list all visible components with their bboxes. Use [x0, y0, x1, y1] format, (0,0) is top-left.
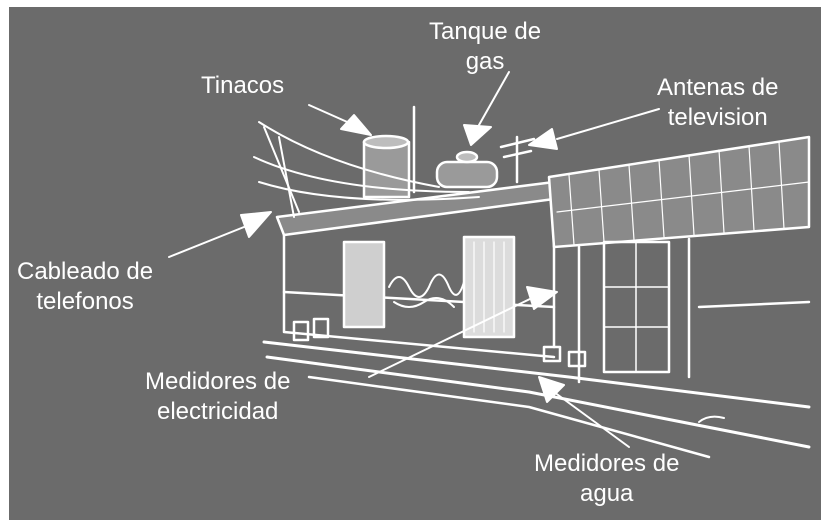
window-left	[342, 240, 386, 329]
roof-tiles	[556, 141, 810, 246]
illustration-canvas: Tanque de gas Tinacos Antenas de televis…	[9, 7, 821, 520]
electric-meters	[292, 317, 330, 342]
neighbour-wall	[577, 237, 811, 384]
drain	[698, 415, 725, 423]
tv-antenna	[499, 135, 536, 184]
phone-wires	[253, 121, 480, 218]
label-line: Medidores de	[145, 368, 291, 395]
street-edge	[307, 375, 711, 459]
label-line: television	[667, 104, 768, 131]
label-cableado-de-telefonos: Cableado de telefonos	[17, 257, 153, 317]
label-line: Medidores de	[534, 450, 680, 477]
door-panels	[603, 241, 670, 373]
pointer-arrows	[168, 71, 660, 448]
house-sketch	[168, 71, 811, 459]
roof-slab	[275, 180, 571, 237]
label-line: telefonos	[36, 288, 134, 315]
graffiti	[388, 273, 465, 308]
tiled-roof	[547, 135, 811, 249]
label-line: Tinacos	[201, 72, 285, 99]
gas-tank	[435, 160, 499, 189]
gas-tank-valve	[455, 150, 479, 164]
water-tank-lid	[362, 134, 410, 150]
water-meters	[542, 345, 587, 368]
label-line: electricidad	[157, 398, 279, 425]
label-line: Antenas de	[657, 74, 779, 101]
curb	[265, 355, 811, 449]
sidewalk	[262, 340, 811, 409]
label-medidores-de-agua: Medidores de agua	[534, 449, 679, 509]
label-antenas-de-television: Antenas de television	[657, 73, 778, 133]
window-right	[462, 235, 516, 339]
label-tanque-de-gas: Tanque de gas	[429, 17, 541, 77]
label-medidores-de-electricidad: Medidores de electricidad	[145, 367, 290, 427]
label-tinacos: Tinacos	[201, 71, 284, 101]
label-line: Tanque de	[429, 18, 542, 45]
label-line: Cableado de	[17, 258, 154, 285]
label-line: gas	[465, 48, 505, 75]
label-line: agua	[580, 480, 634, 507]
